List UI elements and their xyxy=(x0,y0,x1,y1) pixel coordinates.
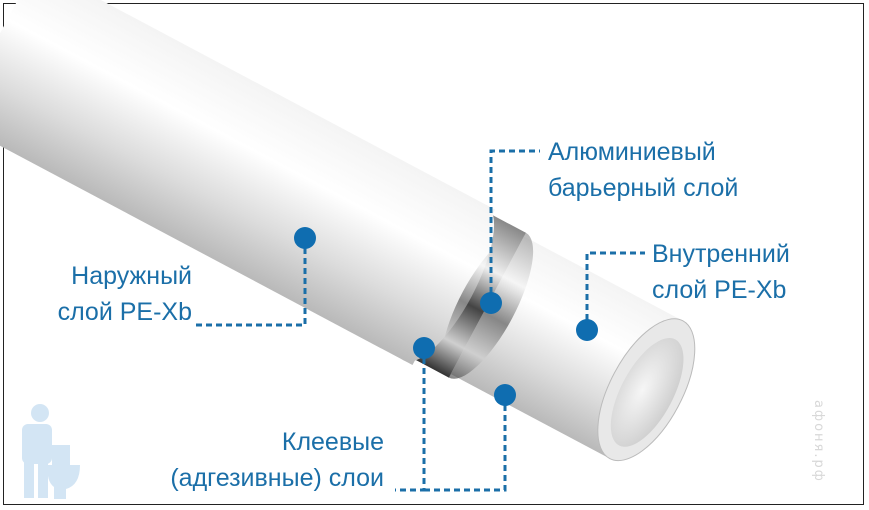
label-line: Клеевые xyxy=(281,428,384,456)
label-line: (адгезивные) слои xyxy=(170,464,384,492)
outer-layer xyxy=(0,0,496,366)
label-line: Внутренний xyxy=(652,240,790,268)
watermark: афоня.рф xyxy=(811,400,826,483)
outer-layer-dot xyxy=(294,227,316,249)
adhesive-dot-2 xyxy=(494,384,516,406)
plumber-logo-icon xyxy=(22,404,80,499)
label-line: Наружный xyxy=(71,262,192,290)
inner-layer-dot xyxy=(576,319,598,341)
label-inner-layer: Внутренний слой PE-Xb xyxy=(652,236,790,308)
label-line: барьерный слой xyxy=(548,174,739,202)
label-line: слой PE-Xb xyxy=(57,298,192,326)
label-line: Алюминиевый xyxy=(548,138,716,166)
border-frame xyxy=(3,3,864,505)
label-line: слой PE-Xb xyxy=(652,276,787,304)
aluminium-dot xyxy=(480,292,502,314)
label-outer-layer: Наружный слой PE-Xb xyxy=(42,258,192,330)
label-aluminium-layer: Алюминиевый барьерный слой xyxy=(548,134,738,206)
pipe-opening xyxy=(610,338,684,447)
adhesive-dot-1 xyxy=(413,337,435,359)
label-adhesive-layers: Клеевые (адгезивные) слои xyxy=(132,424,384,496)
